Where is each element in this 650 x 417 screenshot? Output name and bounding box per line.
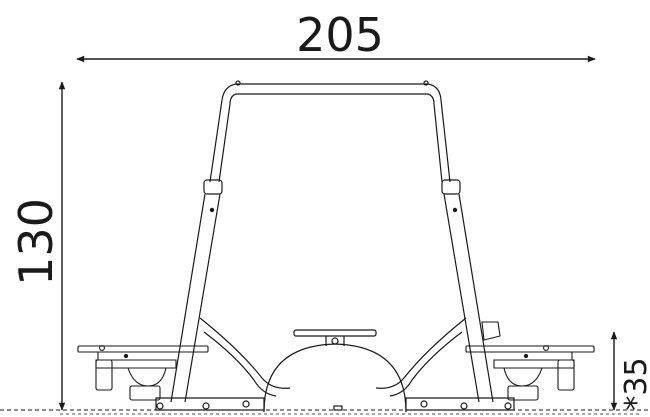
center-seat-unit (263, 329, 407, 413)
left-lower-leg (170, 193, 221, 403)
left-sleeve (203, 179, 223, 195)
right-seat (465, 345, 595, 353)
right-seat-assembly (465, 321, 595, 401)
right-brace (375, 317, 467, 397)
right-lower-leg (443, 193, 494, 403)
a-frame (170, 80, 494, 403)
right-base-rail (405, 397, 515, 411)
footing-dimension: *35 (610, 331, 650, 411)
height-dimension-label: 130 (9, 198, 63, 286)
right-upper-leg (433, 99, 451, 183)
right-handle-block (557, 359, 575, 391)
top-crossbar (236, 83, 428, 95)
center-seat-top (293, 329, 377, 337)
center-dome (263, 343, 407, 413)
width-dimension-label: 205 (296, 8, 384, 62)
height-dimension: 130 (9, 81, 66, 411)
right-sleeve (441, 179, 461, 195)
footing-dimension-label: *35 (619, 357, 650, 410)
braces (199, 317, 467, 397)
left-seat (77, 345, 209, 353)
left-base-rail (155, 397, 265, 411)
left-handle-block (95, 359, 113, 391)
left-brace (199, 317, 291, 397)
left-top-bend (221, 83, 237, 105)
left-seat-assembly (77, 345, 209, 401)
width-dimension: 205 (76, 8, 596, 63)
right-top-bend (427, 83, 442, 105)
base-rails (155, 397, 515, 411)
left-upper-leg (209, 99, 231, 183)
